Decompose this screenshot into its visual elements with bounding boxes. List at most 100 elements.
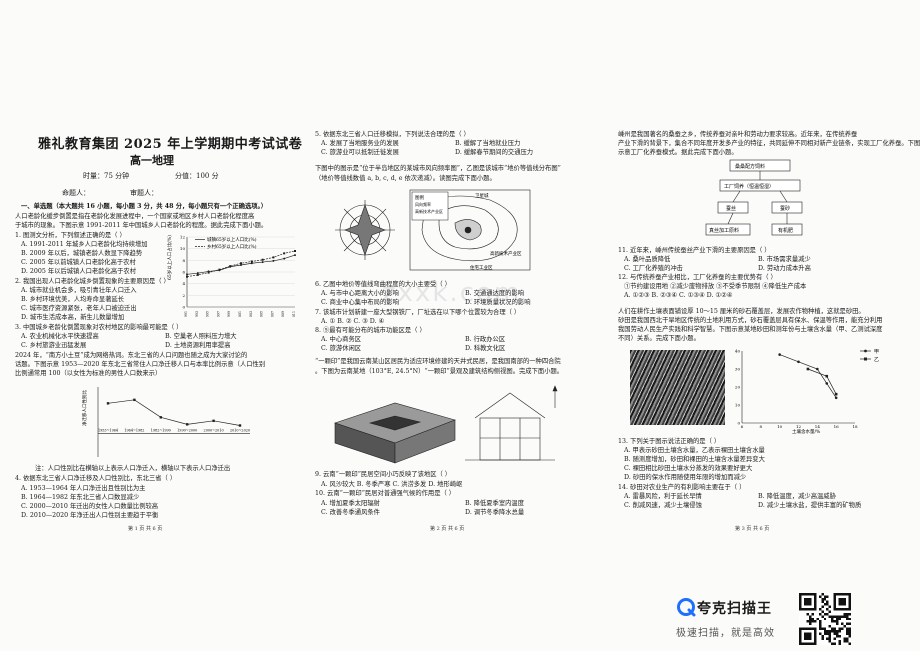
qr-cell xyxy=(846,627,849,631)
text-line: 比例通常用 100（以女性为标准的男性人口数来示） xyxy=(15,370,162,377)
qr-cell xyxy=(843,625,847,628)
option: C. 削减风速，减少土壤侵蚀 xyxy=(624,502,702,509)
map-label: 住宅工业区 xyxy=(470,264,493,271)
text-line: 不同）关系。完成下面小题。 xyxy=(618,335,700,342)
option: C. 旅游休闲区 xyxy=(321,345,362,352)
data-point xyxy=(106,402,110,405)
qr-cell xyxy=(831,630,834,633)
qr-cell xyxy=(846,640,849,643)
text-line: 于城市的现象。下图示意 1991-2011 年中国城乡人口老龄化的程度。据此完成… xyxy=(15,222,268,229)
watermark: zxxk.com xyxy=(382,278,522,308)
qr-cell xyxy=(833,642,837,645)
text-line: 示意工厂化养蚕模式。据此完成下面小题。 xyxy=(618,149,738,156)
text-line: 砂田是我国西北干旱地区传统的土地利用方式，砂石覆盖层具有保水、保温等作用，能充分… xyxy=(618,317,883,324)
qr-cell xyxy=(811,612,814,616)
qr-cell xyxy=(841,622,844,626)
qr-cell xyxy=(816,617,819,621)
qr-cell xyxy=(818,595,822,598)
option: A. 甲表示砂田土壤含水量，乙表示裸田土壤含水量 xyxy=(624,447,765,454)
qr-cell xyxy=(831,627,834,631)
option: B. 乡村环境优美，人均寿命显著延长 xyxy=(21,296,125,303)
data-point xyxy=(272,256,275,259)
qr-cell xyxy=(818,612,822,616)
option: D. 土地资源利用率提高 xyxy=(165,342,231,349)
qr-cell xyxy=(848,617,851,621)
text-line: 话题。下图示意 1953—2020 年东北三省常住人口净迁移人口与本率比例示意（… xyxy=(15,361,266,368)
city-map-figure: 图例 风向频率 高新技术产业区 卫星城 高新技术产业区 住宅工业区 xyxy=(335,189,531,271)
qr-cell xyxy=(836,622,839,626)
qr-cell xyxy=(848,632,851,636)
data-point xyxy=(825,374,829,378)
qr-cell xyxy=(846,632,849,636)
x-tick-label: 1953~1964 xyxy=(98,429,118,433)
exam-author: 命题人： xyxy=(62,189,90,197)
y-tick-label: 0 xyxy=(737,421,740,426)
qr-cell xyxy=(836,630,839,633)
qr-cell xyxy=(821,635,824,638)
qr-cell xyxy=(828,637,832,641)
qr-cell xyxy=(828,640,832,643)
option: C. 裸田相比砂田土壤水分蒸发的效果要好更大 xyxy=(624,465,753,472)
data-point xyxy=(240,264,242,266)
qr-cell xyxy=(821,627,824,631)
data-point xyxy=(261,258,264,261)
data-point xyxy=(816,367,819,371)
x-tick-label: 8 xyxy=(760,424,763,429)
x-tick-label: 1964~1982 xyxy=(124,429,144,433)
qr-cell xyxy=(848,612,851,616)
question-5: 5. 依据东北三省人口迁移模拟，下列说法合理的是（ ） xyxy=(315,131,470,138)
option: C. 城市医疗资源紧张，老年人口被迫迁出 xyxy=(21,305,137,312)
text-line: 人口老龄化缓步倒置是指在老龄化发展进程中，一个国家或地区乡村人口老龄化程度高 xyxy=(15,213,255,220)
option: A. 雷暴风险，利于延长早情 xyxy=(624,493,702,500)
x-tick-label: 2010~2020 xyxy=(230,429,250,433)
option: D. 砂田的保水作用随使用年限的增加而减少 xyxy=(624,474,747,481)
data-point xyxy=(186,275,188,278)
exam-reviewer: 审题人： xyxy=(130,189,158,197)
option: D. 环境质量状况的影响 xyxy=(465,299,531,306)
data-point xyxy=(825,382,829,385)
y-tick-label: 2 xyxy=(182,293,185,298)
data-point xyxy=(218,268,221,271)
option: A. ① B. ② C. ③ D. ④ xyxy=(321,318,385,325)
chart-xlabel: 土壤含水量/% xyxy=(792,428,821,435)
qr-cell xyxy=(846,612,849,616)
qr-cell xyxy=(836,617,839,621)
qr-cell xyxy=(821,600,824,603)
qr-cell xyxy=(848,622,851,626)
question-7: 7. 该城市计划新建一座大型钢铁厂，厂址选在以下哪个位置较为合理（ ） xyxy=(315,309,521,316)
qr-cell xyxy=(838,630,842,633)
qr-cell xyxy=(831,620,834,623)
qr-cell xyxy=(843,637,847,641)
question-6: 6. 乙图中地价等值线弯曲程度的大小主要受（ ） xyxy=(315,281,451,288)
qr-cell xyxy=(811,620,814,623)
x-tick-label: 1991 xyxy=(184,311,188,317)
x-tick-label: 2005 xyxy=(260,311,264,317)
page-footer: 第 2 页 共 6 页 xyxy=(430,526,465,532)
option: A. 1991-2011 年城乡人口老龄化均持续增加 xyxy=(21,241,148,248)
qr-cell xyxy=(833,630,837,633)
qr-cell xyxy=(813,620,817,623)
x-tick-label: 6 xyxy=(741,424,744,429)
x-tick-label: 14 xyxy=(815,424,821,429)
qr-cell xyxy=(841,615,844,618)
qr-cell xyxy=(843,640,847,643)
qr-cell xyxy=(823,597,827,601)
qr-code-icon xyxy=(799,593,851,645)
y-tick-label: 12 xyxy=(180,235,186,240)
series-line xyxy=(807,368,837,395)
data-point xyxy=(212,419,215,423)
series-line xyxy=(107,399,241,426)
qr-cell xyxy=(838,640,842,643)
question-9: 9. 云南“一颗印”民居空间小巧反映了该地区（ ） xyxy=(315,471,452,478)
chart-legend-rural: 乡村65岁以上人口比(%) xyxy=(207,243,257,250)
y-tick-label: 8 xyxy=(182,258,185,263)
x-tick-label: 18 xyxy=(852,424,858,429)
question-1: 1. 图测文分析，下列叙述正确的是（ ） xyxy=(15,232,126,239)
x-tick-label: 2001 xyxy=(238,311,242,317)
option: B. 降低夏季室内温度 xyxy=(465,500,525,507)
y-tick-label: 4 xyxy=(182,281,185,286)
qr-cell xyxy=(823,617,827,621)
qr-cell xyxy=(828,615,832,618)
qr-cell xyxy=(826,637,829,641)
